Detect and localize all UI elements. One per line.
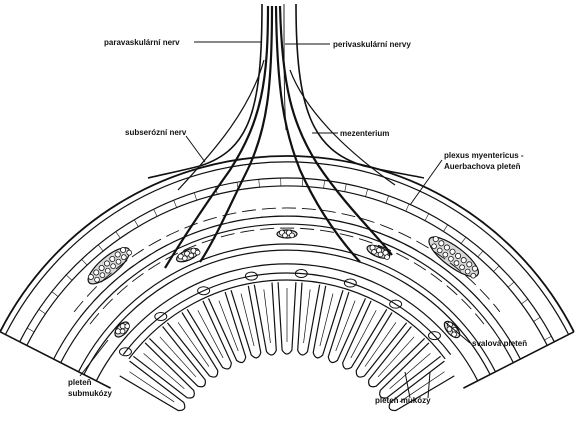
muscle-striation bbox=[174, 200, 177, 207]
muscle-striation bbox=[98, 245, 103, 251]
label-subserous-nerve: subserózní nerv bbox=[125, 128, 186, 138]
muscle-striation bbox=[116, 232, 121, 239]
muscle-striation bbox=[386, 196, 389, 204]
mesentery-stalk bbox=[148, 4, 424, 178]
villus bbox=[167, 313, 217, 378]
villus bbox=[298, 283, 320, 355]
mucosal-ganglion bbox=[112, 319, 131, 339]
muscle-striation bbox=[521, 299, 527, 304]
villus-core bbox=[241, 294, 254, 346]
wall-cut-edge bbox=[0, 332, 110, 388]
label-submucosal-plexus-2: submukózy bbox=[68, 389, 112, 399]
muscle-striation bbox=[345, 184, 347, 192]
muscle-striation bbox=[82, 259, 87, 265]
muscle-striation bbox=[425, 214, 429, 221]
muscle-striation bbox=[39, 309, 46, 313]
muscle-striation bbox=[154, 209, 158, 216]
villus bbox=[328, 292, 365, 363]
villus-core bbox=[304, 289, 311, 343]
mesentery-right-border bbox=[296, 4, 424, 178]
villus-core bbox=[390, 353, 431, 388]
mucosal-ganglion bbox=[442, 319, 463, 341]
villus bbox=[254, 283, 276, 355]
muscle-striation bbox=[406, 204, 409, 211]
muscle-striation bbox=[27, 328, 34, 332]
villus-core bbox=[129, 372, 174, 402]
muscle-striation bbox=[478, 251, 483, 257]
label-pointer bbox=[428, 372, 430, 398]
label-pointer bbox=[405, 372, 410, 398]
mesentery-left-border bbox=[148, 4, 262, 178]
muscle-striation bbox=[544, 336, 551, 340]
villus-core bbox=[144, 353, 185, 388]
neuron-cell bbox=[290, 233, 295, 238]
label-submucosal-plexus-1: pleteň bbox=[68, 378, 92, 388]
villus-core bbox=[178, 322, 209, 366]
label-mucosal-plexus: pleteň mukózy bbox=[375, 396, 431, 406]
muscle-striation bbox=[366, 189, 368, 197]
ganglion-body bbox=[83, 242, 134, 289]
villus bbox=[120, 361, 185, 410]
wall-layers bbox=[0, 156, 574, 388]
label-myenteric-plexus-2: Auerbachova pleteň bbox=[444, 162, 520, 172]
muscle-striation bbox=[461, 237, 466, 243]
muscle-striation bbox=[66, 275, 72, 280]
label-myenteric-plexus-1: plexus myentericus - bbox=[444, 151, 524, 161]
mucosa-villi bbox=[119, 269, 454, 410]
villus-core bbox=[320, 294, 333, 346]
label-mesentery: mezenterium bbox=[340, 129, 389, 139]
label-pointer bbox=[186, 136, 205, 162]
nerve-fibers bbox=[74, 6, 500, 324]
villus-core bbox=[264, 289, 271, 343]
muscle-striation bbox=[534, 317, 541, 321]
villus-core bbox=[365, 322, 396, 366]
muscle-striation bbox=[194, 193, 196, 201]
muscle-striation bbox=[52, 292, 58, 297]
muscle-striation bbox=[508, 282, 514, 287]
muscle-striation bbox=[493, 266, 499, 272]
myenteric-ganglion bbox=[83, 242, 135, 289]
submucosal-ganglion bbox=[277, 230, 297, 238]
villus-core bbox=[160, 337, 196, 377]
muscle-striation bbox=[443, 225, 447, 232]
muscle-striation bbox=[259, 179, 260, 187]
label-muscular-plexus: svalová pleteň bbox=[472, 339, 527, 349]
villus bbox=[356, 313, 406, 378]
label-perivascular-nerves: perivaskulární nervy bbox=[333, 40, 411, 50]
ganglia-clusters bbox=[83, 230, 483, 340]
villus-core bbox=[378, 337, 414, 377]
nerve-fiber bbox=[290, 70, 395, 185]
muscle-striation bbox=[134, 220, 138, 227]
villus bbox=[209, 292, 246, 363]
muscle-striation bbox=[324, 180, 325, 188]
label-paravascular-nerve: paravaskulární nerv bbox=[104, 38, 180, 48]
label-pointers bbox=[80, 42, 470, 398]
